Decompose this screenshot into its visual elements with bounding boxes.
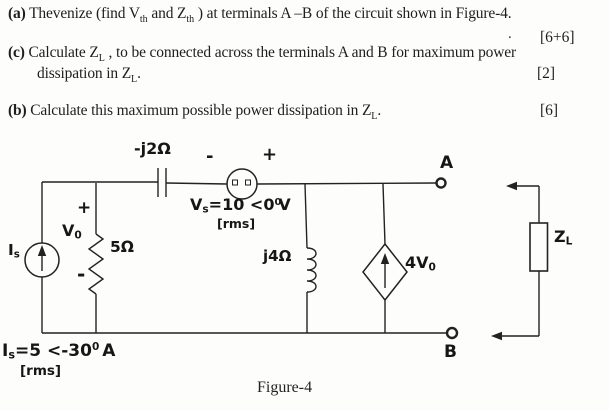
item-a-text3: ) at terminals A –B of the circuit shown… (194, 5, 512, 22)
vsource-label: Vs=10 <00V (190, 197, 291, 215)
marks-a: [6+6] (540, 29, 575, 46)
dependent-source-symbol (362, 183, 408, 333)
item-b-period: . (377, 102, 382, 119)
current-source-symbol (24, 242, 60, 278)
isource-rms-label: [rms] (20, 363, 62, 379)
capacitor-symbol (157, 168, 167, 197)
isource-name-sub: s (13, 249, 20, 261)
marks-b: [6] (540, 102, 559, 119)
dep-source-text: 4V (405, 253, 429, 272)
item-c-line2-period: . (137, 65, 141, 82)
vsource-name: V (190, 195, 203, 214)
resistor-symbol (87, 183, 105, 333)
terminal-b-label: B (444, 342, 457, 362)
isource-eq-name-sub: s (8, 348, 16, 362)
terminal-b-node (445, 326, 459, 340)
isource-eq-name: I (2, 340, 9, 361)
marks-c: [2] (537, 65, 556, 82)
zth-subscript: th (186, 14, 195, 26)
stray-period: . (508, 26, 512, 42)
item-c-text2: , to be connected across the terminals A… (104, 44, 517, 61)
dep-source-sub: 0 (428, 261, 436, 274)
zl-subscript3: L (371, 111, 378, 123)
load-name-sub: L (565, 235, 573, 248)
isource-eq-value: =5 <-30 (15, 340, 92, 361)
item-a-text: Thevenize (find V (25, 5, 140, 22)
v0-name: V (62, 221, 75, 240)
isource-unit: A (102, 340, 116, 361)
problem-item-b: (b) Calculate this maximum possible powe… (8, 102, 381, 122)
resistor-minus-sign: - (77, 262, 86, 286)
load-resistor-symbol (529, 222, 549, 272)
load-branch (498, 185, 549, 337)
inductor-label: j4Ω (263, 247, 292, 265)
problem-item-c-line2: dissipation in ZL. (37, 65, 141, 85)
vsource-unit: V (278, 195, 291, 214)
load-name: Z (554, 227, 566, 246)
vsource-plus-sign: + (262, 144, 278, 165)
item-c-line2-text: dissipation in Z (37, 65, 132, 82)
terminal-a-node (435, 177, 447, 189)
vsource-degree: 0 (274, 196, 282, 208)
vsource-name-sub: s (202, 203, 209, 216)
resistor-plus-sign: + (77, 198, 92, 218)
resistor-voltage-label: V0 (62, 223, 82, 241)
vsource-value: =10 <0 (208, 195, 275, 214)
zl-subscript2: L (131, 74, 138, 86)
load-bottom-arrowhead (491, 331, 502, 341)
item-a-tag: (a) (8, 5, 26, 22)
isource-degree: 0 (91, 341, 100, 353)
item-c-tag: (c) (8, 44, 25, 61)
item-c-text: Calculate Z (24, 44, 99, 61)
terminal-a-label: A (440, 153, 454, 173)
isource-label: Is (8, 241, 20, 261)
vsource-minus-sign: - (206, 146, 214, 167)
load-label: ZL (554, 229, 572, 247)
resistor-value-label: 5Ω (110, 238, 134, 256)
figure-caption: Figure-4 (257, 379, 313, 396)
load-top-arrowhead (506, 181, 517, 191)
item-b-text: Calculate this maximum possible power di… (26, 102, 372, 119)
vsource-rms-label: [rms] (217, 216, 256, 231)
isource-name: I (8, 241, 14, 259)
wire-cap-to-source (165, 182, 228, 185)
dependent-source-arrowhead (380, 253, 390, 264)
item-b-tag: (b) (8, 102, 27, 119)
item-a-text2: and Z (147, 5, 187, 22)
capacitor-label: -j2Ω (134, 139, 171, 158)
problem-item-a: (a) Thevenize (find Vth and Zth ) at ter… (8, 5, 512, 26)
v0-sub: 0 (74, 229, 82, 242)
voltage-source-symbol (226, 168, 258, 200)
zl-subscript: L (98, 53, 105, 65)
problem-item-c: (c) Calculate ZL , to be connected acros… (8, 44, 516, 64)
current-source-arrowhead (37, 245, 47, 256)
inductor-symbol (304, 183, 317, 333)
vth-subscript: th (139, 14, 148, 26)
wire-source-to-a (256, 182, 437, 185)
dependent-source-label: 4V0 (405, 255, 436, 273)
